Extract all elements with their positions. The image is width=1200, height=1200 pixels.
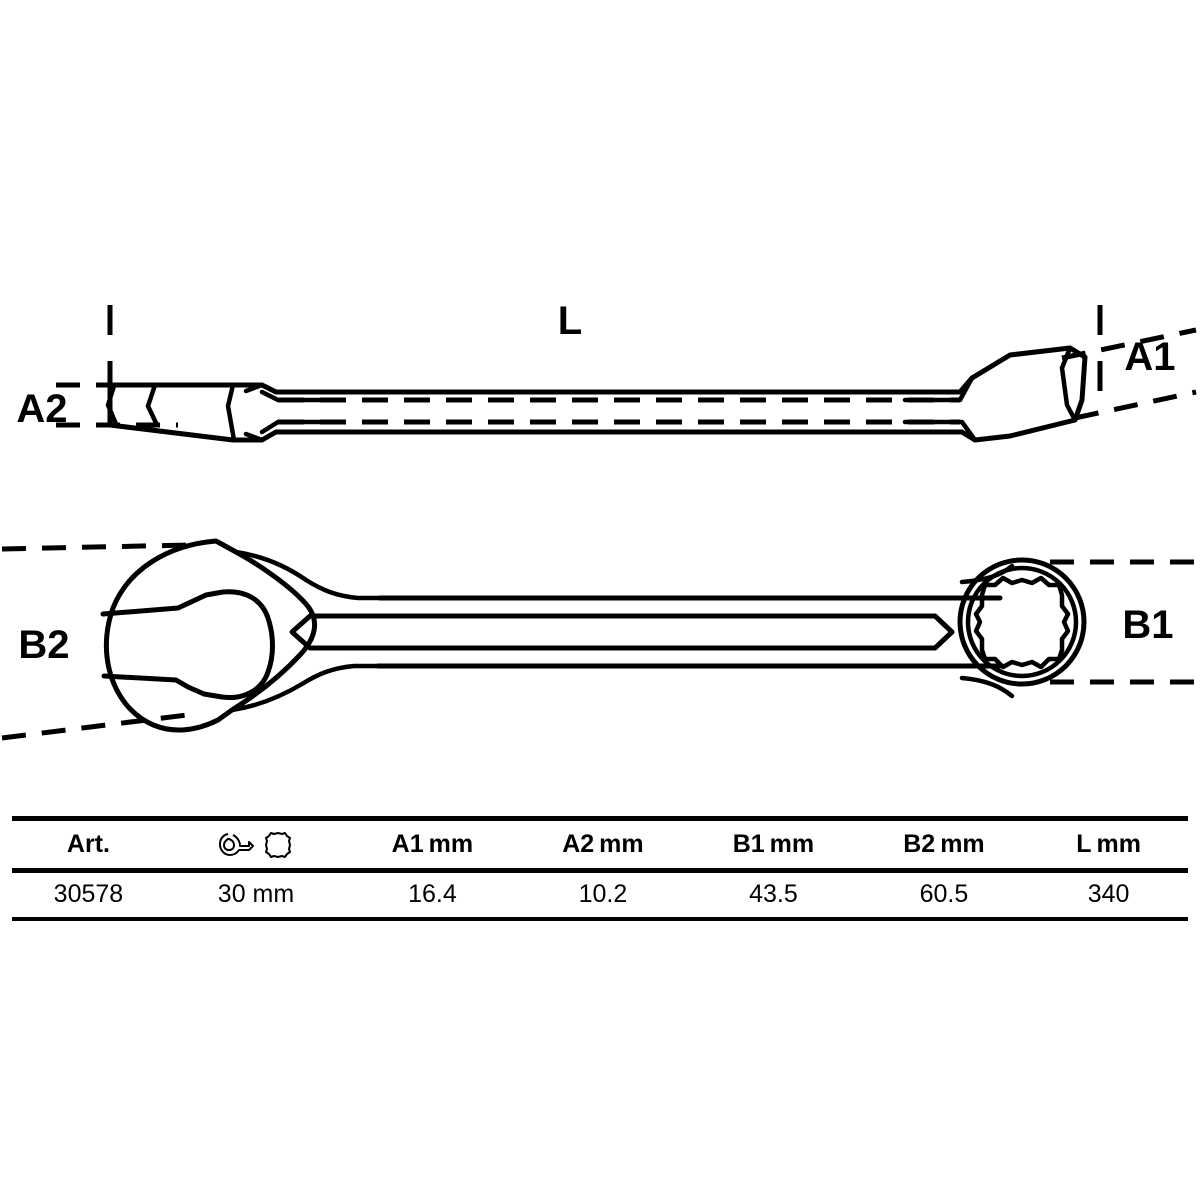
rib-leader-end-bottom [902, 419, 978, 443]
ring-head-shoulder-top [959, 563, 1015, 585]
side-view-group: L A1 A2 [16, 299, 1197, 443]
cell-a2: 10.2 [517, 870, 689, 921]
column-header-b2-label: B2 [903, 830, 936, 858]
column-header-art: Art. [12, 816, 165, 873]
side-view-head-edge-mid [145, 382, 160, 428]
ring-head-twelve-point-profile [973, 575, 1071, 670]
table-row: 30578 30 mm 16.4 10.2 43.5 60.5 340 [12, 870, 1188, 921]
column-header-l-unit: mm [1096, 830, 1141, 858]
label-A1: A1 [1124, 335, 1175, 379]
neck-upper-transition [233, 549, 403, 601]
side-view-chamfer-bottom [243, 431, 265, 443]
ring-head-outer-circle [957, 557, 1087, 687]
ring-profile-icon [265, 831, 291, 858]
side-view-chamfer-top [243, 382, 265, 394]
side-view-head-edge-left [105, 383, 119, 427]
column-header-b2-unit: mm [940, 830, 985, 858]
a1-dimension-line-bottom [1074, 389, 1197, 421]
column-header-b1-unit: mm [769, 830, 815, 858]
cell-b1: 43.5 [688, 870, 859, 921]
rib-leader-start-top [259, 389, 333, 403]
side-view-body-outline [107, 345, 1088, 443]
a1-dimension-line-top [1061, 327, 1197, 361]
rib-leader-start-bottom [259, 419, 333, 435]
cell-size: 30 mm [164, 870, 348, 921]
column-header-size [164, 816, 348, 873]
column-header-a1-label: A1 [391, 830, 424, 858]
open-end-wrench-icon [219, 832, 254, 856]
b2-dimension-line-bottom [1, 711, 196, 741]
plan-shaft-rib [289, 613, 955, 651]
ring-head-inner-circle [965, 565, 1079, 679]
cell-b2: 60.5 [858, 870, 1030, 921]
cell-art: 30578 [12, 870, 165, 921]
rib-leader-end-top [902, 375, 975, 403]
open-end-head-outer [103, 538, 317, 733]
b2-dimension-line-top [1, 542, 191, 552]
label-B2: B2 [18, 623, 69, 667]
column-header-b1-label: B1 [732, 830, 765, 858]
label-A2: A2 [16, 387, 67, 431]
cell-a1: 16.4 [347, 870, 518, 921]
label-L: L [558, 299, 582, 343]
open-end-jaw-inner [100, 589, 275, 701]
side-view-head-edge-right [225, 382, 237, 443]
wrench-and-ring-profile-icon [165, 830, 347, 860]
ring-head-shoulder-bottom [959, 675, 1015, 699]
neck-lower-transition [229, 663, 403, 713]
column-header-a1-unit: mm [428, 830, 474, 858]
column-header-l-label: L [1076, 830, 1092, 858]
table-body: 30578 30 mm 16.4 10.2 43.5 60.5 340 [12, 870, 1188, 921]
label-B1: B1 [1122, 603, 1173, 647]
column-header-art-label: Art. [66, 830, 110, 858]
cell-l: 340 [1029, 870, 1188, 921]
column-header-a2-label: A2 [562, 830, 595, 858]
ring-head-fold-line [1059, 345, 1078, 423]
column-header-a2-unit: mm [599, 830, 644, 858]
plan-view-group: B2 B1 [1, 538, 1196, 741]
